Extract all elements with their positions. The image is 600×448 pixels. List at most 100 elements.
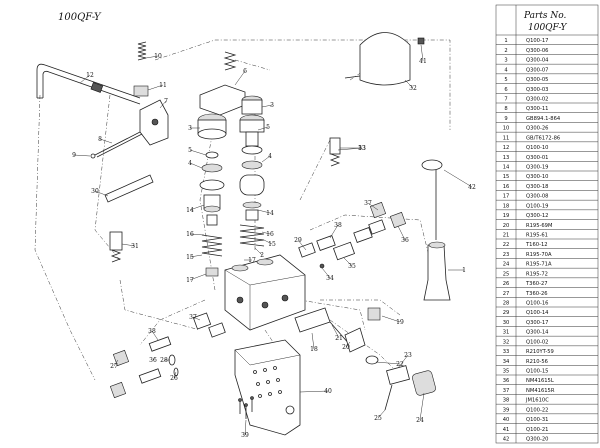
table-row-number: 24 bbox=[503, 262, 510, 268]
callout-number: 36 bbox=[149, 357, 157, 364]
table-row-number: 6 bbox=[504, 87, 507, 93]
table-row-number: 31 bbox=[503, 330, 510, 336]
table-row-part-number: NM41615L bbox=[526, 378, 554, 384]
table-header-label: Parts No. bbox=[523, 11, 567, 21]
part-42-loop-rod bbox=[421, 159, 443, 240]
table-row-part-number: R195-71A bbox=[526, 262, 552, 268]
callout-number: 1 bbox=[462, 267, 466, 274]
diagram-title: 100QF-Y bbox=[58, 12, 102, 23]
callout-number: 2 bbox=[260, 252, 264, 259]
parts-drawing bbox=[36, 32, 451, 436]
table-row-part-number: Q100-21 bbox=[526, 427, 548, 433]
table-row-part-number: JM1610C bbox=[525, 398, 549, 404]
table-row-number: 21 bbox=[503, 233, 510, 239]
table-row-part-number: T360-26 bbox=[525, 291, 548, 297]
table-row-number: 23 bbox=[503, 252, 510, 258]
table-row-part-number: R210-56 bbox=[526, 359, 548, 365]
callout-leader-line bbox=[404, 79, 414, 89]
callout-leader-line bbox=[337, 147, 363, 151]
callout-number: 16 bbox=[266, 231, 274, 238]
callout-leader-line bbox=[377, 409, 386, 419]
callout-number: 15 bbox=[268, 241, 276, 248]
callout-number: 7 bbox=[164, 98, 168, 105]
callout-leader-line bbox=[121, 243, 136, 247]
callout-number: 36 bbox=[401, 237, 409, 244]
table-row-number: 19 bbox=[503, 213, 510, 219]
callout-number: 15 bbox=[186, 254, 194, 261]
callout-leader-line bbox=[331, 324, 340, 339]
table-row-part-number: Q300-03 bbox=[526, 87, 548, 93]
table-row-part-number: Q300-07 bbox=[526, 67, 548, 73]
right-valve-stack bbox=[239, 95, 265, 247]
callout-number: 38 bbox=[334, 222, 342, 229]
part-32-dome-cap bbox=[344, 32, 411, 86]
table-row-part-number: T360-27 bbox=[525, 281, 548, 287]
callout-number: 25 bbox=[374, 415, 382, 422]
callout-number: 3 bbox=[188, 125, 192, 132]
callout-number: 8 bbox=[98, 136, 102, 143]
callout-leader-line bbox=[420, 44, 424, 62]
table-row-number: 39 bbox=[503, 407, 510, 413]
table-row-number: 40 bbox=[503, 417, 510, 423]
part-1-nozzle bbox=[423, 241, 451, 301]
part-19-cap bbox=[367, 307, 381, 321]
table-row-number: 11 bbox=[503, 135, 510, 141]
callout-leader-line bbox=[397, 225, 406, 241]
part-7-lever-bracket bbox=[139, 99, 169, 146]
table-row-number: 35 bbox=[503, 369, 510, 375]
callout-leader-line bbox=[297, 239, 307, 251]
callout-number: 22 bbox=[396, 361, 404, 368]
table-row-number: 16 bbox=[503, 184, 510, 190]
callout-leader-line bbox=[189, 149, 207, 156]
table-row-part-number: Q300-18 bbox=[526, 184, 548, 190]
table-row-number: 13 bbox=[503, 155, 510, 161]
callout-number: 11 bbox=[159, 82, 167, 89]
callout-leader-line bbox=[73, 154, 91, 157]
table-row-number: 7 bbox=[504, 97, 507, 103]
table-row-number: 14 bbox=[503, 165, 510, 171]
table-row-number: 42 bbox=[503, 437, 510, 443]
table-row-part-number: Q100-22 bbox=[526, 407, 548, 413]
callout-leader-line bbox=[343, 257, 353, 267]
table-row-part-number: Q300-05 bbox=[526, 77, 548, 83]
table-row-number: 15 bbox=[503, 174, 510, 180]
table-row-number: 29 bbox=[503, 310, 510, 316]
table-row-number: 30 bbox=[503, 320, 510, 326]
table-row-part-number: Q300-19 bbox=[526, 165, 548, 171]
table-row-part-number: GB894.1-864 bbox=[526, 116, 561, 122]
callout-number: 4 bbox=[188, 160, 192, 167]
table-row-number: 37 bbox=[503, 388, 510, 394]
part-13-manifold-body bbox=[224, 254, 306, 331]
callout-number: 10 bbox=[154, 53, 162, 60]
table-row-number: 18 bbox=[503, 203, 510, 209]
callout-leader-line bbox=[147, 84, 164, 91]
callout-leader-line bbox=[263, 239, 273, 245]
callout-leader-line bbox=[257, 209, 271, 214]
table-border bbox=[495, 4, 599, 444]
callout-leader-line bbox=[367, 202, 379, 211]
callout-leader-line bbox=[329, 224, 339, 239]
table-row-number: 10 bbox=[503, 126, 510, 132]
table-row-part-number: Q300-02 bbox=[526, 97, 548, 103]
table-row-number: 25 bbox=[503, 271, 510, 277]
table-row-number: 36 bbox=[503, 378, 510, 384]
table-row-part-number: Q300-20 bbox=[526, 437, 548, 443]
callout-number: 13 bbox=[358, 145, 366, 152]
part-12-handle-lever bbox=[36, 63, 141, 105]
part-2-spring bbox=[223, 51, 237, 71]
callout-leader-line bbox=[311, 332, 315, 350]
callout-number: 9 bbox=[72, 152, 76, 159]
table-row-part-number: Q300-08 bbox=[526, 194, 548, 200]
table-row-number: 34 bbox=[503, 359, 510, 365]
callout-number: 34 bbox=[326, 275, 334, 282]
table-row-number: 8 bbox=[504, 106, 507, 112]
table-row-part-number: Q300-06 bbox=[526, 48, 548, 54]
part-9-clip bbox=[90, 153, 96, 159]
callout-leader-line bbox=[145, 55, 159, 59]
callout-leader-line bbox=[234, 70, 246, 86]
callout-leader-line bbox=[261, 104, 273, 108]
callout-number: 5 bbox=[266, 124, 270, 131]
